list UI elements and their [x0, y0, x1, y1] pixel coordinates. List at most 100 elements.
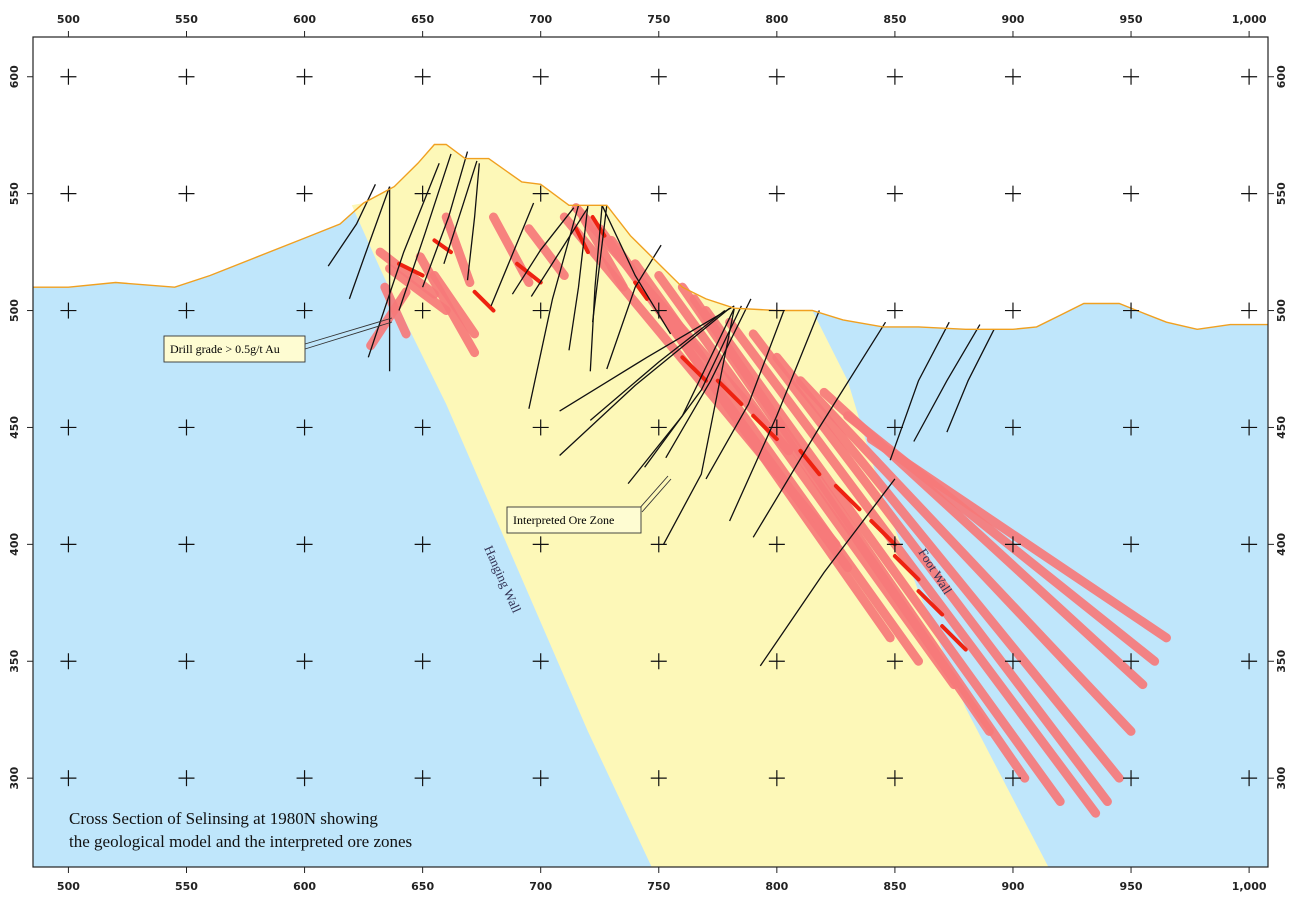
drill-hole-traces [327, 151, 995, 667]
grid-cross [886, 68, 903, 85]
right-tick-label: 350 [1275, 649, 1288, 672]
grid-cross [414, 68, 431, 85]
top-tick-label: 600 [293, 13, 316, 26]
grid-cross [1004, 653, 1021, 670]
bottom-tick-label: 850 [883, 880, 906, 893]
left-tick-label: 500 [8, 299, 21, 322]
grid-cross [768, 419, 785, 436]
right-tick-label: 300 [1275, 766, 1288, 789]
drill-hole [591, 205, 608, 323]
drill-hole [466, 163, 480, 281]
grid-cross [1241, 770, 1258, 787]
grid-cross [296, 302, 313, 319]
ore-zone-label: Interpreted Ore Zone [513, 513, 614, 527]
drill-hole [589, 205, 603, 372]
drill-grade-interval [515, 261, 543, 285]
drill-grade-interval [916, 589, 945, 617]
top-tick-label: 950 [1120, 13, 1143, 26]
right-tick-label: 450 [1275, 416, 1288, 439]
grid-cross [650, 653, 667, 670]
grid-cross [1123, 536, 1140, 553]
grid-cross [650, 302, 667, 319]
grid-cross [1241, 302, 1258, 319]
caption-line-1: Cross Section of Selinsing at 1980N show… [69, 809, 378, 828]
drill-hole [729, 310, 820, 522]
grid-cross [650, 185, 667, 202]
grid-cross [532, 653, 549, 670]
left-tick-label: 450 [8, 416, 21, 439]
drill-grade-interval [833, 483, 862, 512]
grid-cross [1241, 68, 1258, 85]
grid-cross [178, 302, 195, 319]
drill-hole [946, 329, 995, 433]
right-tick-label: 500 [1275, 299, 1288, 322]
grid-cross [768, 302, 785, 319]
grid-cross [414, 185, 431, 202]
drill-hole [705, 310, 785, 480]
grid-cross [296, 653, 313, 670]
right-tick-label: 400 [1275, 533, 1288, 556]
bottom-tick-label: 700 [529, 880, 552, 893]
drill-hole [759, 478, 896, 667]
grid-cross [532, 68, 549, 85]
grid-cross [296, 68, 313, 85]
drill-hole [367, 163, 440, 358]
top-tick-label: 700 [529, 13, 552, 26]
ore-zone [607, 235, 895, 643]
top-tick-label: 650 [411, 13, 434, 26]
ore-zone [441, 212, 475, 287]
grid-cross [60, 419, 77, 436]
bottom-tick-label: 550 [175, 880, 198, 893]
ore-zone [772, 352, 1124, 783]
drill-hole [530, 207, 589, 297]
grid-cross [1004, 536, 1021, 553]
grid-cross [532, 302, 549, 319]
grid-cross [296, 185, 313, 202]
drill-hole [589, 309, 726, 421]
grid-cross [60, 302, 77, 319]
grid-cross [886, 419, 903, 436]
drill-grade-interval [869, 518, 897, 547]
bottom-tick-label: 600 [293, 880, 316, 893]
bottom-tick-label: 750 [647, 880, 670, 893]
bottom-tick-label: 800 [765, 880, 788, 893]
topography-line [33, 143, 1268, 331]
ore-zone [385, 263, 451, 316]
drill-grade-label: Drill grade > 0.5g/t Au [170, 342, 280, 356]
ore-zone [701, 306, 1065, 807]
drill-hole [559, 307, 731, 456]
drill-hole [644, 305, 742, 468]
left-tick-label: 400 [8, 533, 21, 556]
grid-cross [1123, 185, 1140, 202]
left-tick-label: 550 [8, 182, 21, 205]
grid-cross [1004, 419, 1021, 436]
grid-cross [1241, 419, 1258, 436]
grid-cross [414, 653, 431, 670]
right-tick-label: 550 [1275, 182, 1288, 205]
grid-cross [768, 770, 785, 787]
ore-zone [725, 317, 1101, 818]
drill-hole [528, 205, 580, 409]
ore-zone [429, 270, 480, 339]
drill-hole [913, 324, 981, 442]
ore-zone [689, 294, 1030, 783]
ore-host-zone [351, 144, 1049, 867]
drill-grade-interval [397, 261, 425, 278]
grid-cross [60, 68, 77, 85]
top-tick-label: 500 [57, 13, 80, 26]
drill-grade-interval [574, 226, 590, 255]
right-tick-label: 600 [1275, 65, 1288, 88]
drill-hole [568, 205, 589, 351]
left-tick-label: 600 [8, 65, 21, 88]
drill-grade-interval [715, 378, 744, 407]
grid-cross [886, 536, 903, 553]
top-tick-label: 1,000 [1232, 13, 1267, 26]
ore-zone [866, 434, 1171, 643]
ore-zone [415, 252, 480, 358]
grid-cross [650, 419, 667, 436]
left-tick-label: 350 [8, 649, 21, 672]
grid-cross [886, 185, 903, 202]
grid-cross [414, 770, 431, 787]
